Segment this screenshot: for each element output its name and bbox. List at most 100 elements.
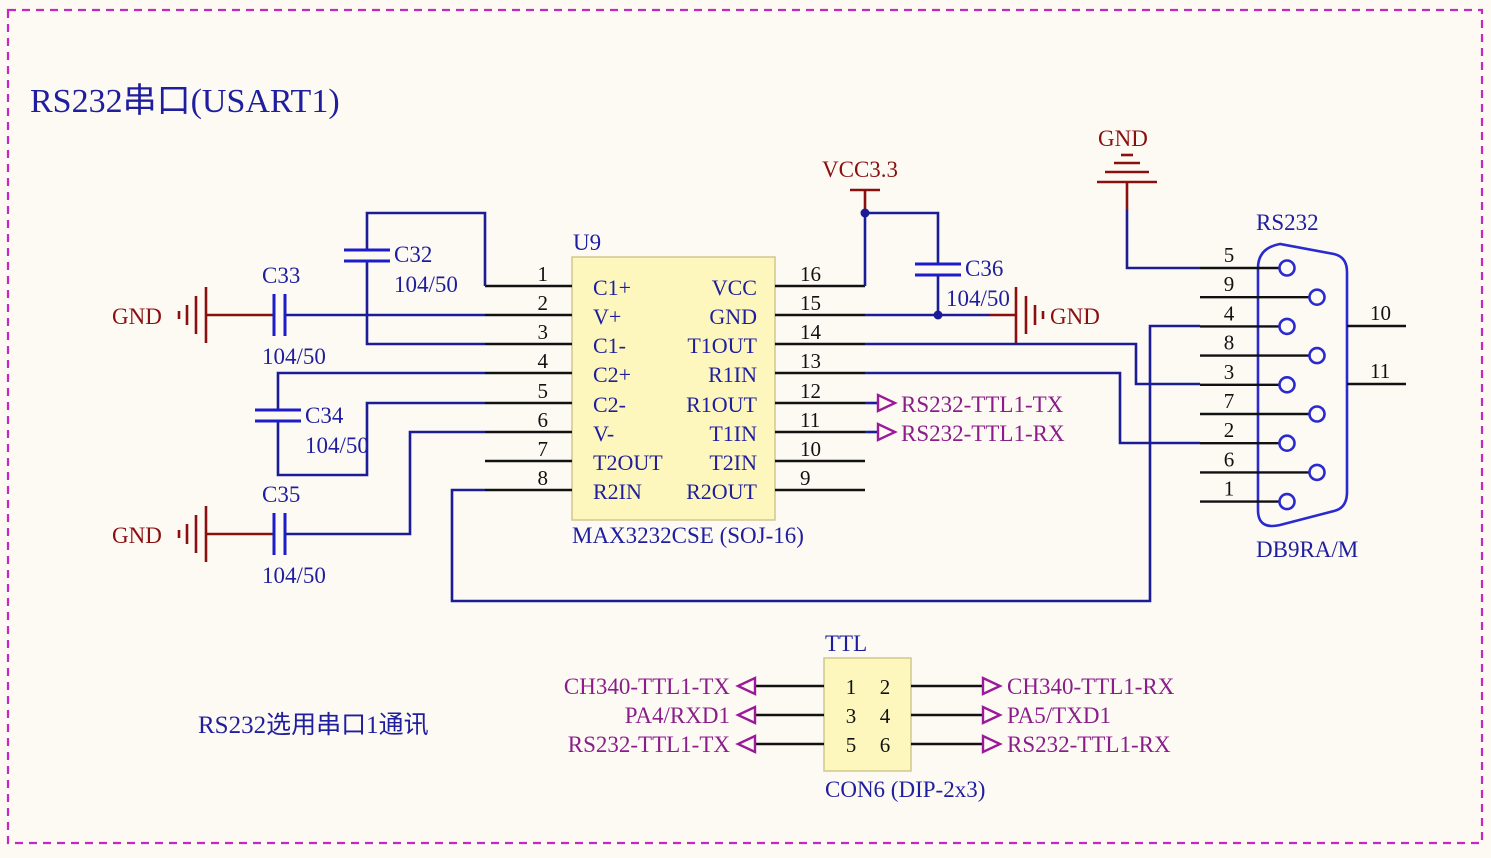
sheet-title: RS232串口(USART1) xyxy=(30,83,340,120)
u9-chip: U9 MAX3232CSE (SOJ-16) 1C1+2V+3C1-4C2+5C… xyxy=(485,230,865,548)
con6-pin-3-num: 3 xyxy=(846,704,857,728)
db9-ref: RS232 xyxy=(1256,210,1319,235)
u9-right-pins: 16VCC15GND14T1OUT13R1IN12R1OUT11T1IN10T2… xyxy=(686,262,865,504)
c32-capacitor xyxy=(344,248,390,263)
u9-pin-9-name: R2OUT xyxy=(686,479,757,504)
db9-pin-7-num: 7 xyxy=(1224,389,1235,413)
u9-pin-9-num: 9 xyxy=(800,466,811,490)
c36-capacitor xyxy=(915,262,961,277)
c34-value: 104/50 xyxy=(305,433,369,458)
db9-shell-num-11: 11 xyxy=(1370,359,1390,383)
con6-ref: TTL xyxy=(825,631,867,656)
u9-pin-16-name: VCC xyxy=(712,275,757,300)
u9-pin-15-num: 15 xyxy=(800,291,821,315)
db9-shell xyxy=(1256,242,1349,528)
gnd-label-c33: GND xyxy=(112,304,162,329)
wire-c1plus xyxy=(365,211,487,286)
wire-c36-top xyxy=(865,211,940,263)
con6-pin-1-num: 1 xyxy=(846,675,857,699)
u9-pin-1-num: 1 xyxy=(538,262,549,286)
u9-pin-2-num: 2 xyxy=(538,291,549,315)
u9-pin-4-num: 4 xyxy=(538,349,549,373)
con6-pin-5-num: 5 xyxy=(846,733,857,757)
gnd-label-db9: GND xyxy=(1098,126,1148,151)
port-arrow-tx xyxy=(876,393,898,413)
u9-pin-14-name: T1OUT xyxy=(687,333,757,358)
u9-pin-8-name: R2IN xyxy=(593,479,642,504)
wire-c1minus xyxy=(365,262,485,346)
con6-pin-4-num: 4 xyxy=(880,704,891,728)
con6-body xyxy=(823,657,912,772)
db9-pin-9-num: 9 xyxy=(1224,272,1235,296)
wire-r1in xyxy=(865,371,1200,445)
con6-net-1: CH340-TTL1-TX xyxy=(564,674,730,699)
u9-pin-11-name: T1IN xyxy=(709,421,757,446)
c34-capacitor xyxy=(255,408,301,423)
port-arrow-rx xyxy=(876,422,898,442)
gnd-label-c36: GND xyxy=(1050,304,1100,329)
c33-ref: C33 xyxy=(262,263,300,288)
u9-pin-7-num: 7 xyxy=(538,437,549,461)
u9-pin-5-name: C2- xyxy=(593,392,626,417)
db9-pin-3-contact xyxy=(1278,375,1296,394)
gnd-symbol-c35 xyxy=(177,506,234,562)
u9-part: MAX3232CSE (SOJ-16) xyxy=(572,523,804,548)
db9-pin-5-num: 5 xyxy=(1224,243,1235,267)
con6-port-arrow-2 xyxy=(981,676,1003,696)
c34-ref: C34 xyxy=(305,403,344,428)
u9-pin-6-name: V- xyxy=(593,421,614,446)
u9-pin-16-num: 16 xyxy=(800,262,821,286)
con6-net-3: PA4/RXD1 xyxy=(625,703,730,728)
con6-pin-6-num: 6 xyxy=(880,733,891,757)
db9-pin-2-num: 2 xyxy=(1224,418,1235,442)
u9-pin-3-num: 3 xyxy=(538,320,549,344)
db9-pin-9-contact xyxy=(1308,288,1326,307)
con6-port-arrow-5 xyxy=(735,734,757,754)
u9-pin-5-num: 5 xyxy=(538,379,549,403)
wire-c2minus xyxy=(276,401,485,477)
c33-value: 104/50 xyxy=(262,344,326,369)
u9-pin-6-num: 6 xyxy=(538,408,549,432)
wire-r2in xyxy=(450,324,1200,603)
con6-net-6: RS232-TTL1-RX xyxy=(1007,732,1171,757)
u9-pin-7-name: T2OUT xyxy=(593,450,663,475)
db9-pin-2-contact xyxy=(1278,434,1296,453)
db9-pin-6-num: 6 xyxy=(1224,447,1235,471)
c32-ref: C32 xyxy=(394,242,432,267)
c35-ref: C35 xyxy=(262,482,300,507)
db9-pin-6-contact xyxy=(1308,463,1326,482)
con6-pin-2-num: 2 xyxy=(880,675,891,699)
con6-port-arrow-1 xyxy=(735,676,757,696)
con6-net-4: PA5/TXD1 xyxy=(1007,703,1111,728)
u9-pin-4-name: C2+ xyxy=(593,362,631,387)
c35-value: 104/50 xyxy=(262,563,326,588)
wire-c2plus xyxy=(276,371,485,409)
u9-pin-13-name: R1IN xyxy=(708,362,757,387)
db9-pin-1-contact xyxy=(1278,492,1296,511)
wire-t1out xyxy=(865,342,1200,386)
usart-note: RS232选用串口1通讯 xyxy=(198,711,429,739)
db9-part: DB9RA/M xyxy=(1256,537,1358,562)
u9-pin-15-name: GND xyxy=(709,304,757,329)
u9-pin-14-num: 14 xyxy=(800,320,822,344)
db9-pin-1-num: 1 xyxy=(1224,477,1235,501)
db9-pin-4-num: 4 xyxy=(1224,301,1235,325)
sheet-border xyxy=(6,8,1484,845)
u9-pin-3-name: C1- xyxy=(593,333,626,358)
u9-pin-11-num: 11 xyxy=(800,408,820,432)
db9-pin-7-contact xyxy=(1308,405,1326,423)
port-label-tx: RS232-TTL1-TX xyxy=(901,392,1064,417)
wire-db9-gnd xyxy=(1125,210,1200,270)
u9-pin-13-num: 13 xyxy=(800,349,821,373)
gnd-symbol-c33 xyxy=(177,287,234,343)
u9-pin-8-num: 8 xyxy=(538,466,549,490)
db9-pin-8-num: 8 xyxy=(1224,331,1235,355)
con6-part: CON6 (DIP-2x3) xyxy=(825,777,985,802)
